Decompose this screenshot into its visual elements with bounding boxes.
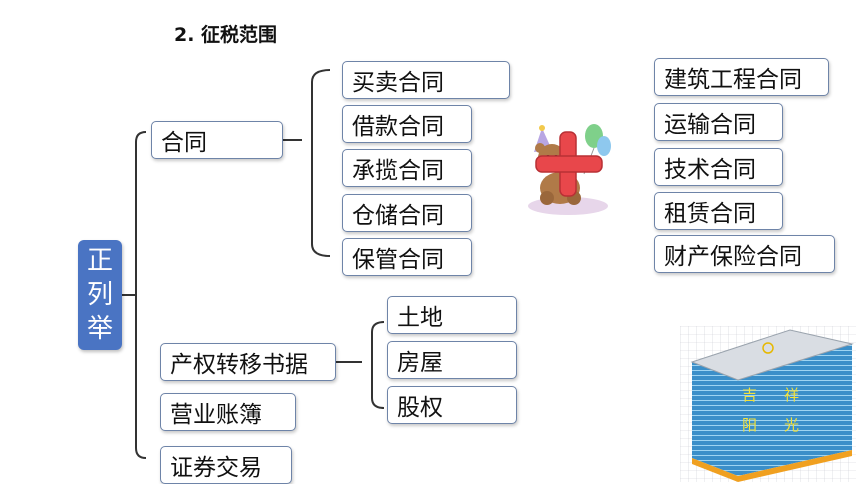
contract-item: 建筑工程合同: [654, 58, 829, 96]
building-sign-char: 光: [784, 416, 799, 434]
contract-item: 仓储合同: [342, 194, 472, 232]
contract-item: 借款合同: [342, 105, 472, 143]
category-property-transfer: 产权转移书据: [160, 343, 336, 381]
contract-item: 运输合同: [654, 103, 783, 141]
building-illustration: 吉 祥 阳 光: [680, 326, 856, 482]
property-item: 房屋: [387, 341, 517, 379]
category-contract: 合同: [151, 121, 283, 159]
category-securities-trade: 证券交易: [160, 446, 292, 484]
building-sign-char: 吉: [742, 386, 757, 404]
contract-item: 财产保险合同: [654, 235, 835, 273]
root-char: 列: [86, 280, 113, 310]
root-node: 正 列 举: [78, 240, 122, 350]
root-char: 举: [86, 314, 113, 344]
property-item: 股权: [387, 386, 517, 424]
contract-item: 保管合同: [342, 238, 472, 276]
root-char: 正: [86, 246, 113, 276]
building-sign-char: 祥: [784, 386, 799, 404]
contract-item: 承揽合同: [342, 149, 472, 187]
contract-item: 买卖合同: [342, 61, 510, 99]
category-business-ledger: 营业账簿: [160, 393, 296, 431]
contract-item: 技术合同: [654, 148, 783, 186]
bear-plus-illustration: [528, 124, 611, 215]
building-sign-char: 阳: [742, 416, 757, 434]
page-title: 2. 征税范围: [174, 24, 278, 46]
property-item: 土地: [387, 296, 517, 334]
contract-item: 租赁合同: [654, 192, 783, 230]
